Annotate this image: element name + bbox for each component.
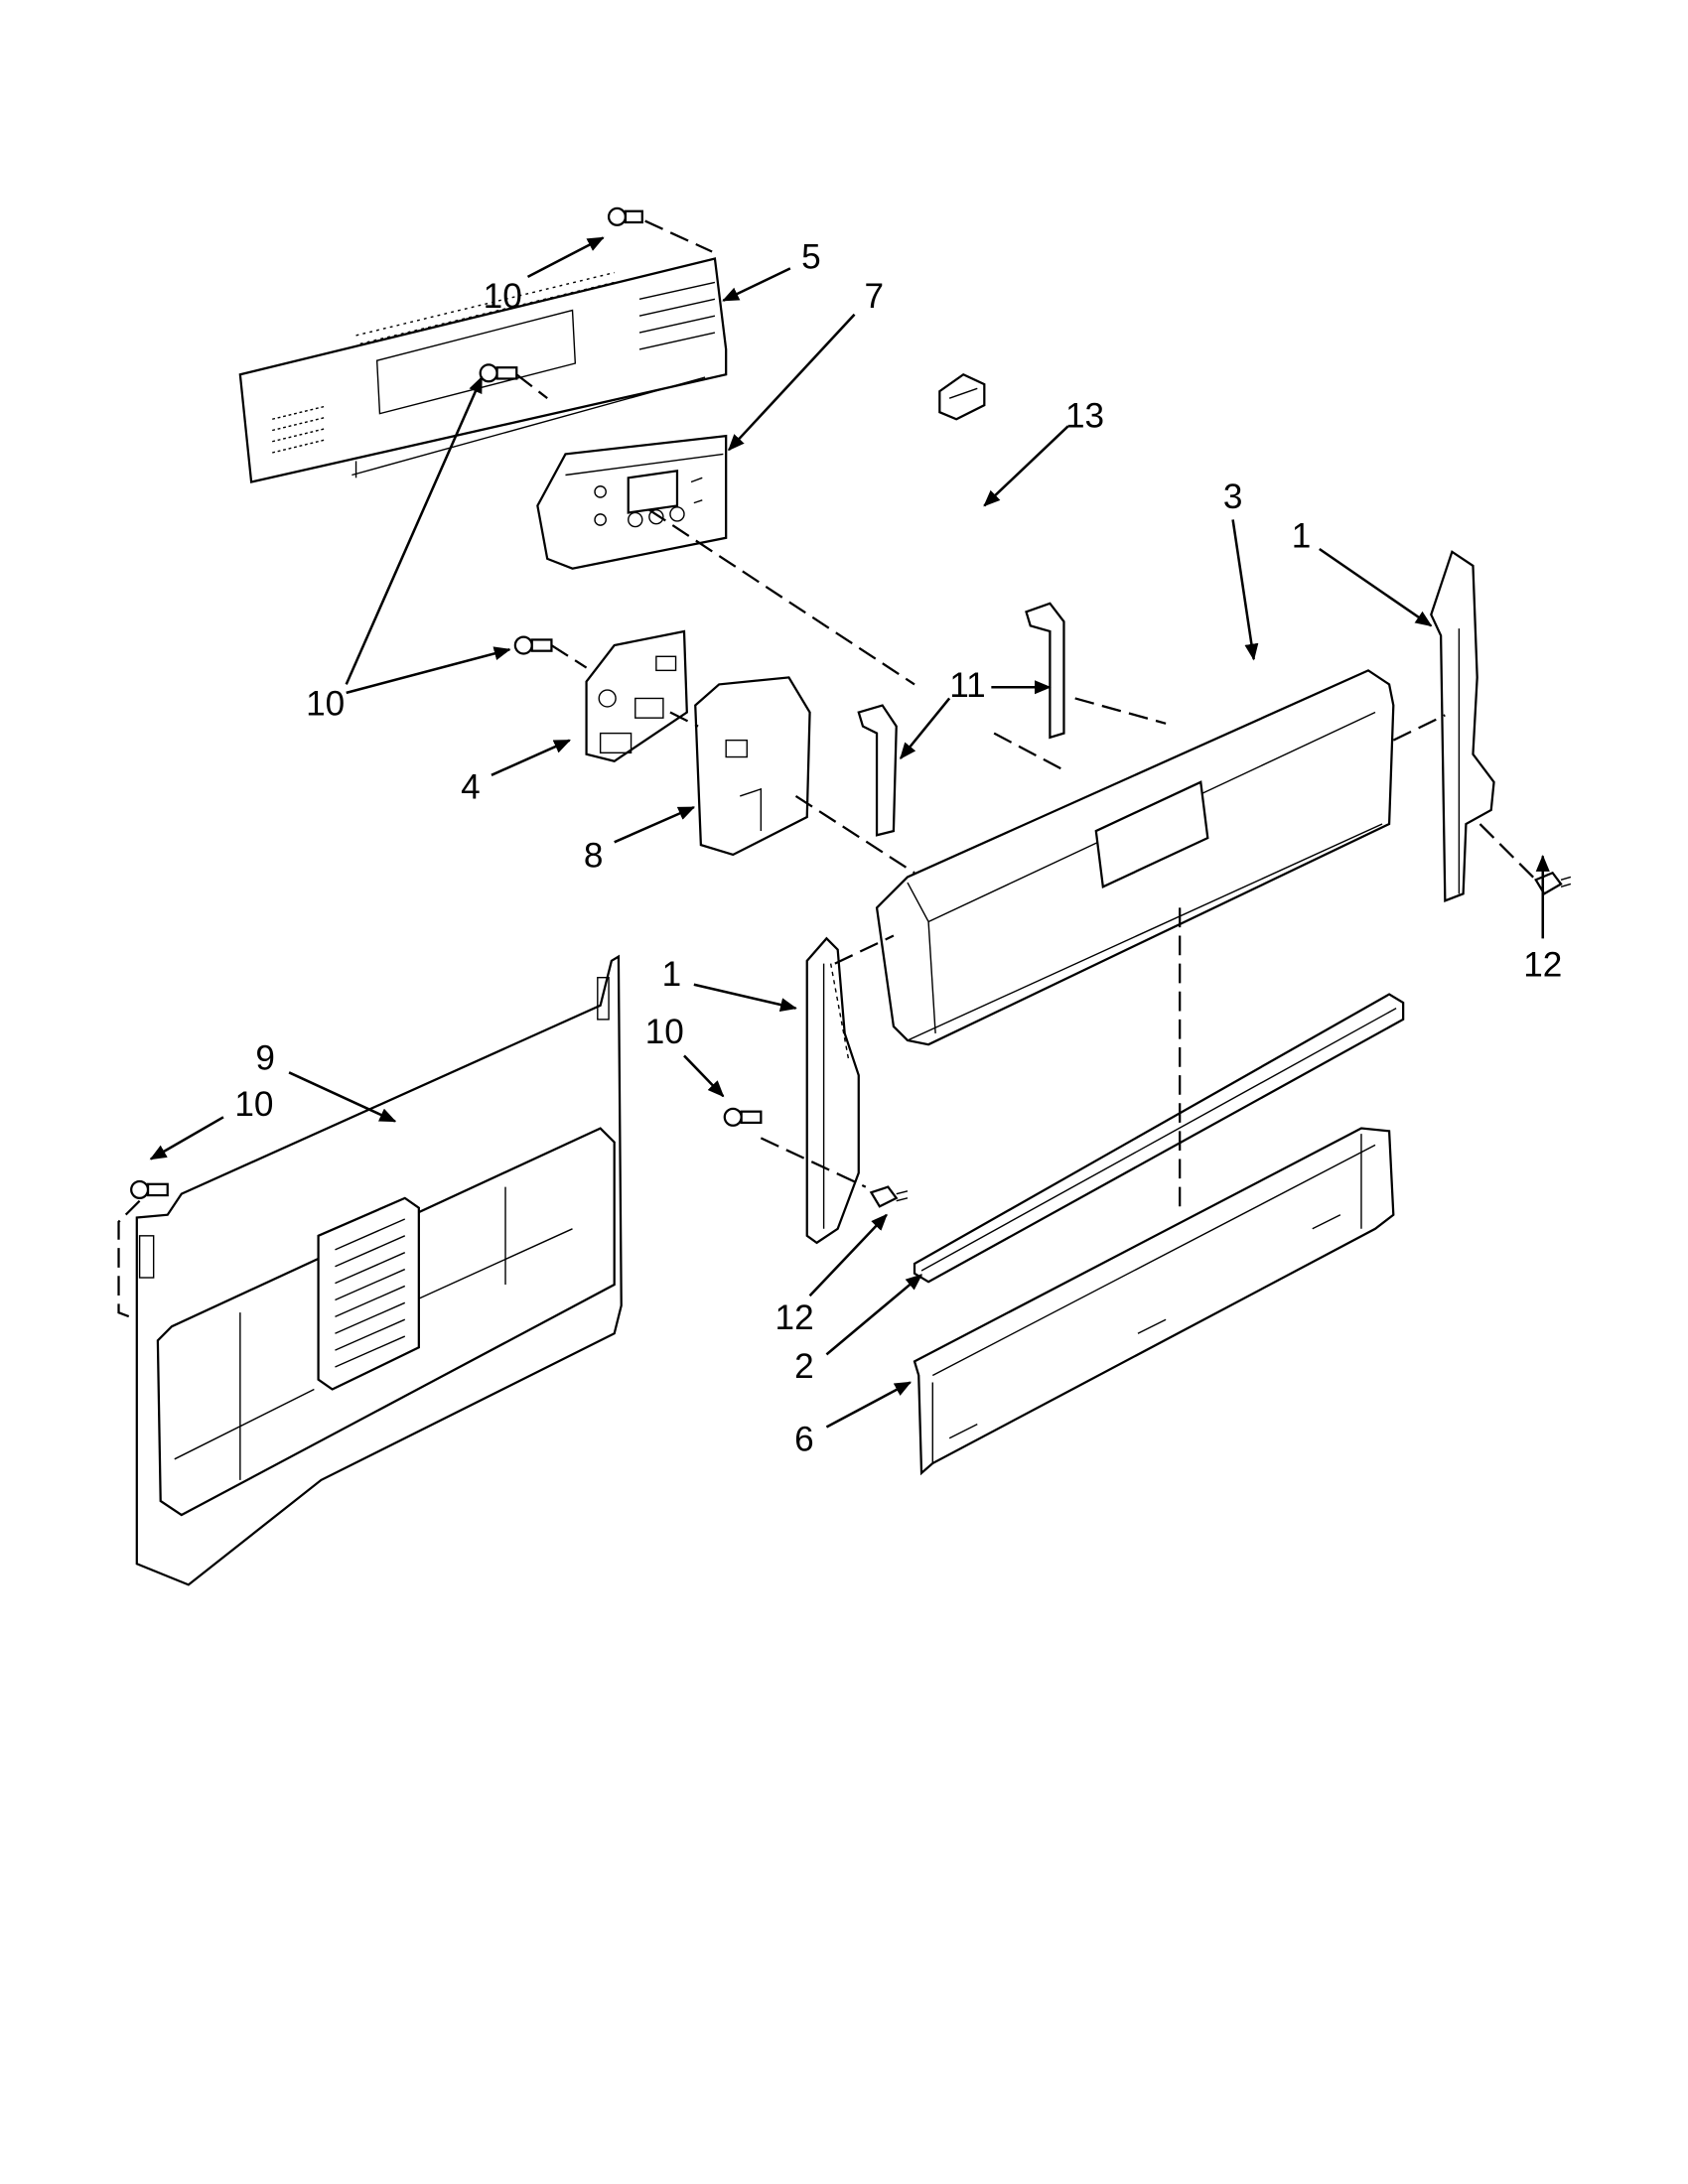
callout-4: 4 (461, 768, 481, 807)
callout-5: 5 (801, 237, 821, 276)
screw-10-mid1 (479, 363, 518, 383)
part-1-end-cap-left (805, 936, 860, 1245)
part-2-rail (913, 993, 1405, 1284)
callout-9: 9 (255, 1039, 275, 1078)
assembly-lines (117, 219, 1537, 1321)
callout-10: 10 (484, 277, 522, 316)
callout-12: 12 (1523, 945, 1562, 984)
callout-8: 8 (584, 837, 604, 876)
callout-labels: 10 5 7 13 3 1 11 10 4 8 12 1 10 9 10 12 … (234, 237, 1562, 1458)
callout-11: 11 (949, 666, 985, 705)
part-6-lower-trim (913, 1127, 1395, 1476)
part-1-end-cap-right (1430, 550, 1495, 902)
screw-10-mid2 (513, 635, 553, 655)
part-13-component (938, 372, 986, 421)
callout-arrows (149, 236, 1550, 1429)
callout-7: 7 (864, 277, 884, 316)
callout-10: 10 (306, 684, 345, 723)
part-7-electronic-control (536, 434, 728, 570)
callout-10: 10 (645, 1013, 684, 1051)
callout-6: 6 (794, 1420, 814, 1458)
screw-10-top (607, 206, 643, 226)
screw-10-left (130, 1179, 169, 1199)
callout-13: 13 (1065, 397, 1104, 436)
callout-12: 12 (775, 1298, 814, 1337)
callout-10: 10 (234, 1085, 273, 1124)
callout-3: 3 (1223, 478, 1243, 516)
part-3-console-panel (875, 669, 1395, 1046)
part-4-circuit-board (585, 629, 688, 762)
part-8-shield (694, 676, 811, 857)
callout-1: 1 (662, 955, 682, 994)
part-11-clips (857, 602, 1065, 837)
callout-2: 2 (794, 1347, 814, 1386)
screw-icons (130, 206, 763, 1199)
screw-10-center (723, 1107, 763, 1127)
part-9-back-panel (135, 954, 623, 1586)
callout-1: 1 (1292, 517, 1312, 556)
